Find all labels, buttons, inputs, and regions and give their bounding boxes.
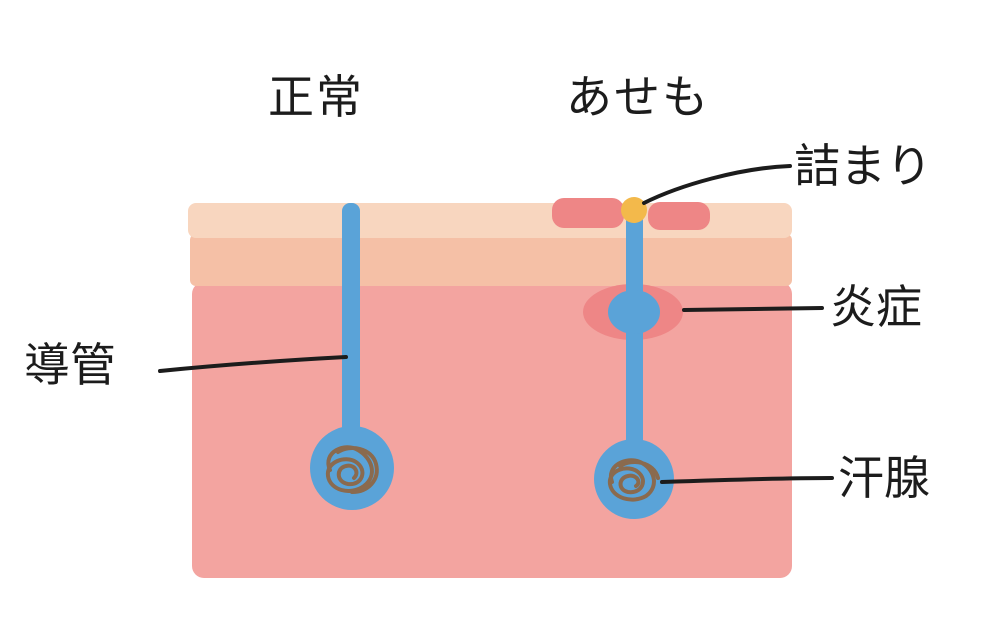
dermis-layer [192, 282, 792, 578]
asemo-label: あせも [566, 70, 710, 124]
clog-leader-line [642, 164, 792, 205]
sweat-gland-label: 汗腺 [838, 451, 930, 505]
normal-duct [342, 203, 360, 465]
clog-plug [621, 197, 647, 223]
inflammation-label: 炎症 [830, 280, 922, 334]
asemo-duct-bulge [608, 290, 660, 334]
gland-leader-line [660, 476, 834, 484]
normal-gland-coil [325, 445, 379, 494]
asemo-duct [626, 213, 643, 468]
epidermis-mid-layer [190, 234, 792, 286]
asemo-gland [594, 439, 674, 519]
clog-label: 詰まり [794, 139, 932, 193]
surface-inflammation-left [552, 198, 624, 228]
normal-label: 正常 [268, 70, 364, 124]
inflammation-leader-line [682, 306, 824, 312]
duct-leader-line [158, 355, 348, 373]
asemo-gland-coil [607, 458, 660, 502]
surface-inflammation-right [648, 202, 710, 230]
duct-label: 導管 [24, 338, 116, 392]
